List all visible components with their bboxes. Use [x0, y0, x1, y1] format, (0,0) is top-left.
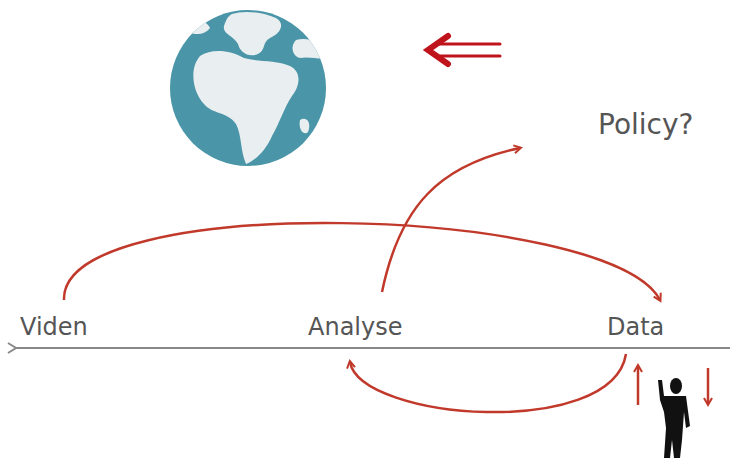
axis-label: Data [607, 314, 664, 340]
flow-arrow [64, 223, 660, 300]
axis-label: Viden [20, 314, 88, 340]
policy-label: Policy? [598, 110, 693, 141]
globe [170, 10, 326, 166]
flow-arrow [350, 354, 626, 412]
person-silhouette [658, 378, 690, 458]
small-arrow [637, 366, 640, 405]
small-arrow [707, 368, 710, 404]
double-arrow [428, 36, 500, 64]
axis-line [16, 347, 730, 349]
axis-label: Analyse [308, 314, 402, 340]
flow-arrow [382, 148, 520, 292]
